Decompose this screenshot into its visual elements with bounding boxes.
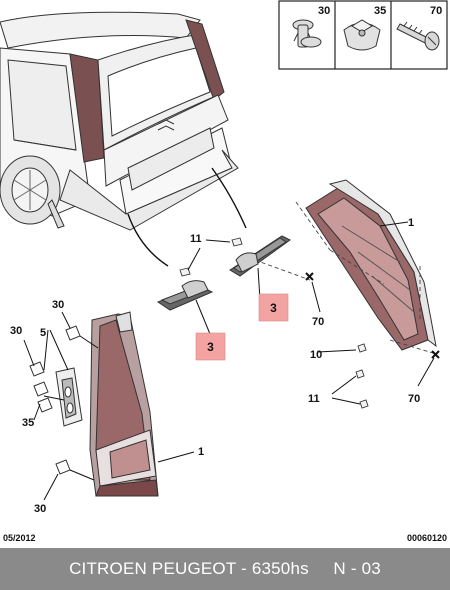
left-tail-lamp	[89, 311, 159, 497]
legend-ref-35: 35	[374, 5, 386, 17]
callout-70-bottom: 70	[408, 393, 420, 405]
push-rivet-icon	[292, 19, 322, 48]
svg-text:3: 3	[270, 301, 277, 315]
callout-70-right: 70	[312, 316, 324, 328]
dashed-fix-lines	[254, 201, 437, 355]
callout-30-mid: 30	[10, 325, 22, 337]
callout-30-bottom: 30	[34, 503, 46, 515]
right-tail-lamp	[305, 179, 437, 351]
callout-35: 35	[22, 417, 34, 429]
screw-markers	[305, 272, 440, 359]
legend-ref-30: 30	[318, 5, 330, 17]
callout-11-lower: 11	[308, 393, 320, 405]
plate-lamp-right	[229, 235, 291, 277]
fastener-legend-box: 30 35 70	[278, 0, 448, 70]
car-leader-lines	[127, 167, 247, 267]
footer-code: 00060120	[407, 533, 447, 543]
clip-nut-icon	[343, 19, 381, 51]
plate-lamp-left	[156, 280, 214, 311]
screw-icon	[396, 21, 440, 51]
callout-11-upper: 11	[190, 233, 202, 245]
catalog-banner-text: CITROEN PEUGEOT - 6350hs N - 03	[69, 559, 381, 578]
catalog-banner: CITROEN PEUGEOT - 6350hs N - 03	[0, 548, 450, 590]
vehicle-rear-illustration	[0, 11, 239, 231]
svg-text:3: 3	[207, 340, 214, 354]
callout-leaders	[23, 221, 435, 501]
callout-10: 10	[310, 349, 322, 361]
callout-1-right: 1	[408, 217, 414, 229]
footer-date: 05/2012	[3, 533, 36, 543]
rivet-squares	[29, 325, 81, 475]
highlighted-callout-3b: 3	[195, 332, 226, 361]
gasket-icon	[55, 367, 83, 427]
highlighted-callout-3a: 3	[258, 293, 289, 322]
callout-5: 5	[40, 327, 46, 339]
bulb-icons	[179, 237, 369, 409]
callout-30-top: 30	[52, 299, 64, 311]
callout-1-left: 1	[198, 446, 204, 458]
legend-ref-70: 70	[430, 5, 442, 17]
parts-diagram: 30 35 70	[0, 0, 448, 543]
